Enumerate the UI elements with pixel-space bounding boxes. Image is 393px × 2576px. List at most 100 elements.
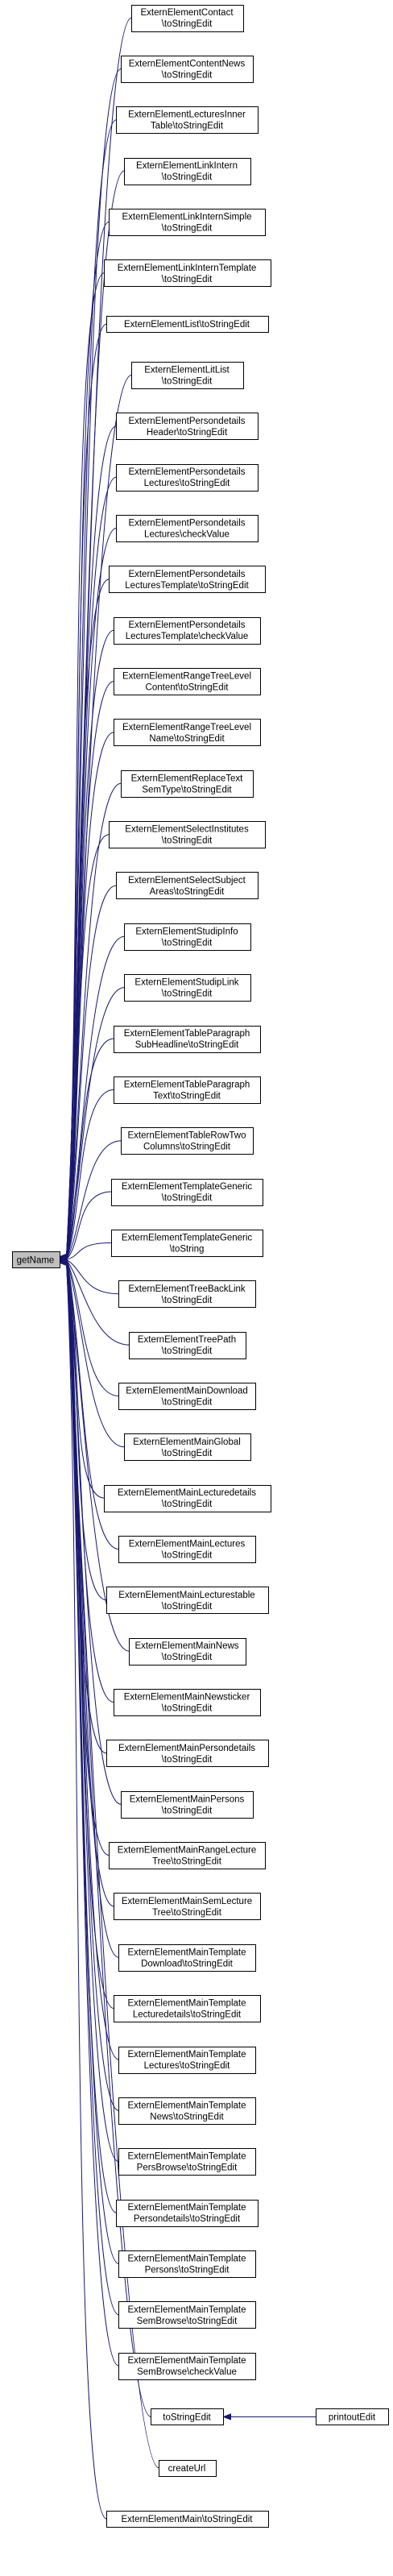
caller-node-8-label-1: ExternElementLitList xyxy=(144,365,230,375)
caller-node-17[interactable]: ExternElementSelectInstitutes\toStringEd… xyxy=(109,821,266,848)
caller-node-19-label-1: ExternElementStudipInfo xyxy=(135,927,238,936)
caller-node-8[interactable]: ExternElementLitList\toStringEdit xyxy=(131,362,244,389)
caller-node-21-label-1: ExternElementTableParagraph xyxy=(124,1029,250,1039)
caller-node-4-box xyxy=(124,158,251,185)
caller-node-17-label-2: \toStringEdit xyxy=(162,836,213,846)
printoutedit-node-label-1: printoutEdit xyxy=(329,2412,376,2422)
caller-node-34-box xyxy=(114,1689,261,1716)
caller-node-45-label-2: Persons\toStringEdit xyxy=(145,2265,230,2275)
caller-node-49[interactable]: createUrl xyxy=(159,2460,217,2477)
caller-node-20-box xyxy=(124,974,251,1002)
caller-node-24[interactable]: ExternElementTemplateGeneric\toStringEdi… xyxy=(111,1179,263,1206)
caller-node-26[interactable]: ExternElementTreeBackLink \toStringEdit xyxy=(118,1280,256,1308)
caller-node-27[interactable]: ExternElementTreePath\toStringEdit xyxy=(129,1332,246,1359)
graph-edges xyxy=(59,17,316,2520)
caller-node-30[interactable]: ExternElementMainLecturedetails\toString… xyxy=(104,1485,271,1512)
caller-node-12[interactable]: ExternElementPersondetailsLecturesTempla… xyxy=(109,566,266,593)
caller-node-50-label-1: ExternElementMain\toStringEdit xyxy=(122,2515,254,2524)
caller-node-12-label-1: ExternElementPersondetails xyxy=(128,570,245,579)
caller-node-26-label-2: \toStringEdit xyxy=(162,1296,213,1305)
caller-node-36-box xyxy=(121,1791,254,1819)
caller-node-41[interactable]: ExternElementMainTemplateLectures\toStri… xyxy=(118,2047,256,2074)
edge-caller-21 xyxy=(66,1038,114,1259)
caller-node-4[interactable]: ExternElementLinkIntern\toStringEdit xyxy=(124,158,251,185)
caller-node-24-box xyxy=(111,1179,263,1206)
caller-node-16[interactable]: ExternElementReplaceTextSemType\toString… xyxy=(121,770,254,798)
caller-node-38[interactable]: ExternElementMainSemLectureTree\toString… xyxy=(114,1893,261,1920)
caller-node-25-label-2: \toString xyxy=(170,1244,205,1254)
caller-node-21-box xyxy=(114,1026,261,1053)
caller-node-48[interactable]: toStringEdit xyxy=(151,2408,224,2425)
caller-node-11[interactable]: ExternElementPersondetailsLectures\check… xyxy=(116,515,259,542)
caller-node-24-label-1: ExternElementTemplateGeneric xyxy=(122,1182,253,1192)
caller-node-23[interactable]: ExternElementTableRowTwoColumns\toString… xyxy=(121,1127,254,1155)
caller-node-18-box xyxy=(116,872,259,899)
caller-node-47[interactable]: ExternElementMainTemplateSemBrowse\check… xyxy=(118,2353,256,2380)
caller-node-3[interactable]: ExternElementLecturesInnerTable\toString… xyxy=(116,106,259,134)
caller-node-42[interactable]: ExternElementMainTemplateNews\toStringEd… xyxy=(118,2097,256,2125)
caller-node-18[interactable]: ExternElementSelectSubjectAreas\toString… xyxy=(116,872,259,899)
caller-node-21[interactable]: ExternElementTableParagraphSubHeadline\t… xyxy=(114,1026,261,1053)
caller-node-7[interactable]: ExternElementList\toStringEdit xyxy=(106,316,269,333)
caller-node-6[interactable]: ExternElementLinkInternTemplate\toString… xyxy=(104,259,271,287)
caller-node-29[interactable]: ExternElementMainGlobal\toStringEdit xyxy=(124,1433,251,1461)
root-node-getname-box xyxy=(12,1251,60,1268)
caller-node-46-box xyxy=(118,2301,256,2329)
caller-node-9[interactable]: ExternElementPersondetailsHeader\toStrin… xyxy=(116,413,259,440)
caller-node-26-label-1: ExternElementTreeBackLink xyxy=(128,1284,246,1294)
edge-caller-47 xyxy=(66,1262,119,2367)
caller-node-40[interactable]: ExternElementMainTemplateLecturedetails\… xyxy=(114,1995,261,2022)
caller-node-41-label-1: ExternElementMainTemplate xyxy=(127,2050,246,2060)
caller-node-42-label-2: News\toStringEdit xyxy=(150,2112,224,2122)
caller-node-35-label-2: \toStringEdit xyxy=(162,1755,213,1765)
caller-node-14-box xyxy=(114,668,261,695)
caller-node-1[interactable]: ExternElementContact\toStringEdit xyxy=(131,5,244,32)
caller-node-35[interactable]: ExternElementMainPersondetails \toStringE… xyxy=(106,1740,269,1767)
caller-node-37[interactable]: ExternElementMainRangeLectureTree\toStri… xyxy=(109,1842,266,1869)
caller-node-46[interactable]: ExternElementMainTemplateSemBrowse\toStr… xyxy=(118,2301,256,2329)
caller-node-9-label-1: ExternElementPersondetails xyxy=(128,417,245,426)
caller-node-33-label-2: \toStringEdit xyxy=(162,1653,213,1662)
caller-node-31[interactable]: ExternElementMainLectures\toStringEdit xyxy=(118,1536,256,1563)
caller-node-32[interactable]: ExternElementMainLecturestable\toStringE… xyxy=(106,1587,269,1614)
caller-node-14[interactable]: ExternElementRangeTreeLevelContent\toStr… xyxy=(114,668,261,695)
caller-node-43-label-1: ExternElementMainTemplate xyxy=(127,2152,246,2162)
caller-node-43[interactable]: ExternElementMainTemplatePersBrowse\toSt… xyxy=(118,2148,256,2176)
caller-node-2[interactable]: ExternElementContentNews\toStringEdit xyxy=(121,56,254,83)
caller-node-26-box xyxy=(118,1280,256,1308)
caller-node-45[interactable]: ExternElementMainTemplatePersons\toStrin… xyxy=(118,2250,256,2278)
caller-node-22-box xyxy=(114,1076,261,1104)
caller-node-16-label-1: ExternElementReplaceText xyxy=(131,774,244,783)
caller-node-50[interactable]: ExternElementMain\toStringEdit xyxy=(106,2511,269,2528)
caller-node-36[interactable]: ExternElementMainPersons\toStringEdit xyxy=(121,1791,254,1819)
caller-node-44[interactable]: ExternElementMainTemplatePersondetails\t… xyxy=(116,2200,259,2227)
caller-node-33[interactable]: ExternElementMainNews\toStringEdit xyxy=(129,1638,246,1665)
root-node-getname[interactable]: getName xyxy=(12,1251,60,1268)
caller-node-36-label-2: \toStringEdit xyxy=(162,1806,213,1815)
printoutedit-node[interactable]: printoutEdit xyxy=(316,2408,389,2425)
edge-caller-36 xyxy=(66,1261,122,1805)
edge-caller-22 xyxy=(66,1089,114,1260)
caller-node-28[interactable]: ExternElementMainDownload\toStringEdit xyxy=(118,1383,256,1410)
caller-node-8-label-2: \toStringEdit xyxy=(162,376,213,386)
caller-node-19[interactable]: ExternElementStudipInfo\toStringEdit xyxy=(124,923,251,951)
caller-node-22[interactable]: ExternElementTableParagraphText\toString… xyxy=(114,1076,261,1104)
caller-node-17-box xyxy=(109,821,266,848)
caller-node-29-box xyxy=(124,1433,251,1461)
caller-node-25[interactable]: ExternElementTemplateGeneric\toString xyxy=(111,1230,263,1257)
caller-node-20[interactable]: ExternElementStudipLink\toStringEdit xyxy=(124,974,251,1002)
caller-node-21-label-2: SubHeadline\toStringEdit xyxy=(135,1040,239,1050)
caller-node-13[interactable]: ExternElementPersondetailsLecturesTempla… xyxy=(114,617,261,645)
edge-caller-19 xyxy=(66,935,125,1259)
caller-node-39[interactable]: ExternElementMainTemplateDownload\toStri… xyxy=(118,1944,256,1972)
caller-node-5[interactable]: ExternElementLinkInternSimple\toStringEd… xyxy=(109,209,266,236)
caller-node-35-label-1: ExternElementMainPersondetails xyxy=(118,1744,255,1753)
caller-node-28-label-2: \toStringEdit xyxy=(162,1397,213,1407)
caller-node-10[interactable]: ExternElementPersondetailsLectures\toStr… xyxy=(116,464,259,492)
caller-node-15[interactable]: ExternElementRangeTreeLevelName\toString… xyxy=(114,719,261,746)
root-node-getname-label-1: getName xyxy=(17,1255,55,1265)
caller-node-9-box xyxy=(116,413,259,440)
caller-node-34[interactable]: ExternElementMainNewsticker\toStringEdit xyxy=(114,1689,261,1716)
caller-node-47-box xyxy=(118,2353,256,2380)
caller-node-2-label-1: ExternElementContentNews xyxy=(129,59,246,68)
